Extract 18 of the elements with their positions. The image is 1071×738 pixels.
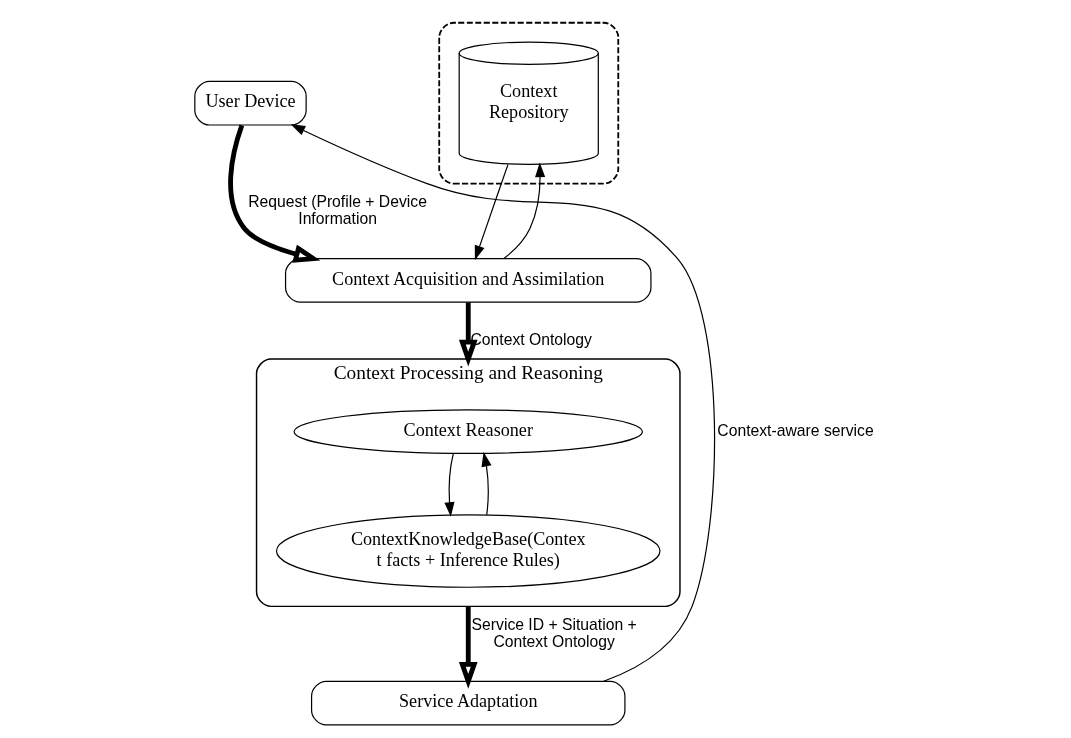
arrow: [443, 453, 455, 517]
arrow: [290, 124, 715, 682]
node-box: User Device: [193, 80, 307, 126]
node-box: Service Adaptation: [310, 680, 626, 726]
arrow: [227, 124, 320, 263]
edge-label: Context Ontology: [469, 331, 592, 349]
cluster: [437, 21, 619, 185]
node-box: Context Acquisition and Assimilation: [284, 258, 652, 303]
arrow: [458, 302, 478, 367]
arrow: [481, 452, 491, 516]
edge-label: Request (Profile + Device Information: [247, 193, 427, 228]
arrow: [474, 163, 509, 261]
edge-label: Service ID + Situation + Context Ontology: [471, 615, 637, 650]
node-ellipse: ContextKnowledgeBase(Contex t facts + Inference Rules): [275, 514, 661, 588]
arrow: [502, 162, 545, 260]
arrow: [458, 606, 478, 689]
node-ellipse: Context Reasoner: [292, 409, 643, 455]
edge-label: Context-aware service: [716, 421, 874, 439]
